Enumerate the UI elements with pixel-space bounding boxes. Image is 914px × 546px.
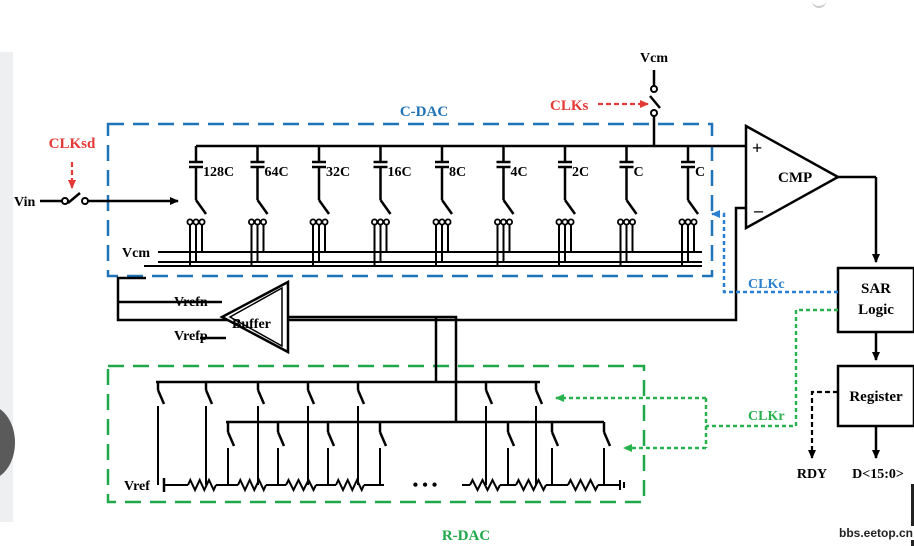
buffer-label: Buffer bbox=[232, 317, 271, 332]
sar-logic-box bbox=[836, 266, 914, 334]
capacitor-column: C bbox=[617, 146, 644, 266]
ellipsis-dots: • • • bbox=[413, 477, 438, 494]
clkc-label: CLKc bbox=[748, 277, 785, 292]
capacitor-label: 2C bbox=[572, 165, 589, 180]
vin-label: Vin bbox=[14, 195, 35, 210]
rdac-title: R-DAC bbox=[442, 528, 490, 544]
clkc-line bbox=[711, 210, 838, 294]
vref-label: Vref bbox=[124, 479, 150, 494]
clks-label: CLKs bbox=[550, 98, 589, 114]
capacitor-array: 128C 64C 32C 16C 8C 4C 2C C C bbox=[186, 146, 705, 266]
capacitor-label: 32C bbox=[326, 165, 350, 180]
cmp-label: CMP bbox=[778, 170, 812, 186]
comparator bbox=[744, 123, 841, 231]
watermark: bbs.eetop.cn bbox=[837, 526, 914, 540]
rdy-label: RDY bbox=[797, 467, 827, 482]
vcm-left-label: Vcm bbox=[122, 246, 150, 261]
capacitor-label: 16C bbox=[388, 165, 412, 180]
clkr-line bbox=[706, 308, 838, 428]
capacitor-column: 128C bbox=[186, 146, 234, 266]
cdac-title: C-DAC bbox=[400, 104, 448, 120]
capacitor-label: C bbox=[695, 165, 705, 180]
top-corner-decoration bbox=[812, 0, 826, 8]
capacitor-label: 8C bbox=[449, 165, 466, 180]
sar-label-2: Logic bbox=[858, 302, 894, 318]
right-edge-bar bbox=[911, 484, 914, 546]
capacitor-label: C bbox=[634, 165, 644, 180]
capacitor-column: 64C bbox=[247, 146, 289, 266]
vrefn-label: Vrefn bbox=[174, 295, 208, 310]
register-label: Register bbox=[849, 389, 903, 405]
capacitor-column: 8C bbox=[432, 146, 466, 266]
capacitor-column: 32C bbox=[309, 146, 350, 266]
cmp-plus: + bbox=[752, 138, 762, 158]
clkr-label: CLKr bbox=[748, 409, 785, 424]
capacitor-column: 4C bbox=[493, 146, 528, 266]
resistor-ladder bbox=[156, 380, 625, 493]
capacitor-label: 4C bbox=[511, 165, 528, 180]
left-round-button[interactable] bbox=[0, 405, 15, 480]
clksd-label: CLKsd bbox=[49, 136, 96, 152]
capacitor-label: 64C bbox=[265, 165, 289, 180]
capacitor-label: 128C bbox=[203, 165, 234, 180]
cmp-minus: – bbox=[753, 200, 764, 220]
capacitor-column: C bbox=[678, 146, 705, 266]
sar-label-1: SAR bbox=[861, 281, 891, 297]
dout-label: D<15:0> bbox=[852, 467, 904, 482]
vrefp-label: Vrefp bbox=[174, 329, 208, 344]
capacitor-column: 2C bbox=[555, 146, 589, 266]
left-panel-edge bbox=[0, 52, 13, 522]
capacitor-column: 16C bbox=[370, 146, 412, 266]
rdac-box bbox=[106, 364, 646, 504]
vcm-top-label: Vcm bbox=[640, 51, 668, 66]
